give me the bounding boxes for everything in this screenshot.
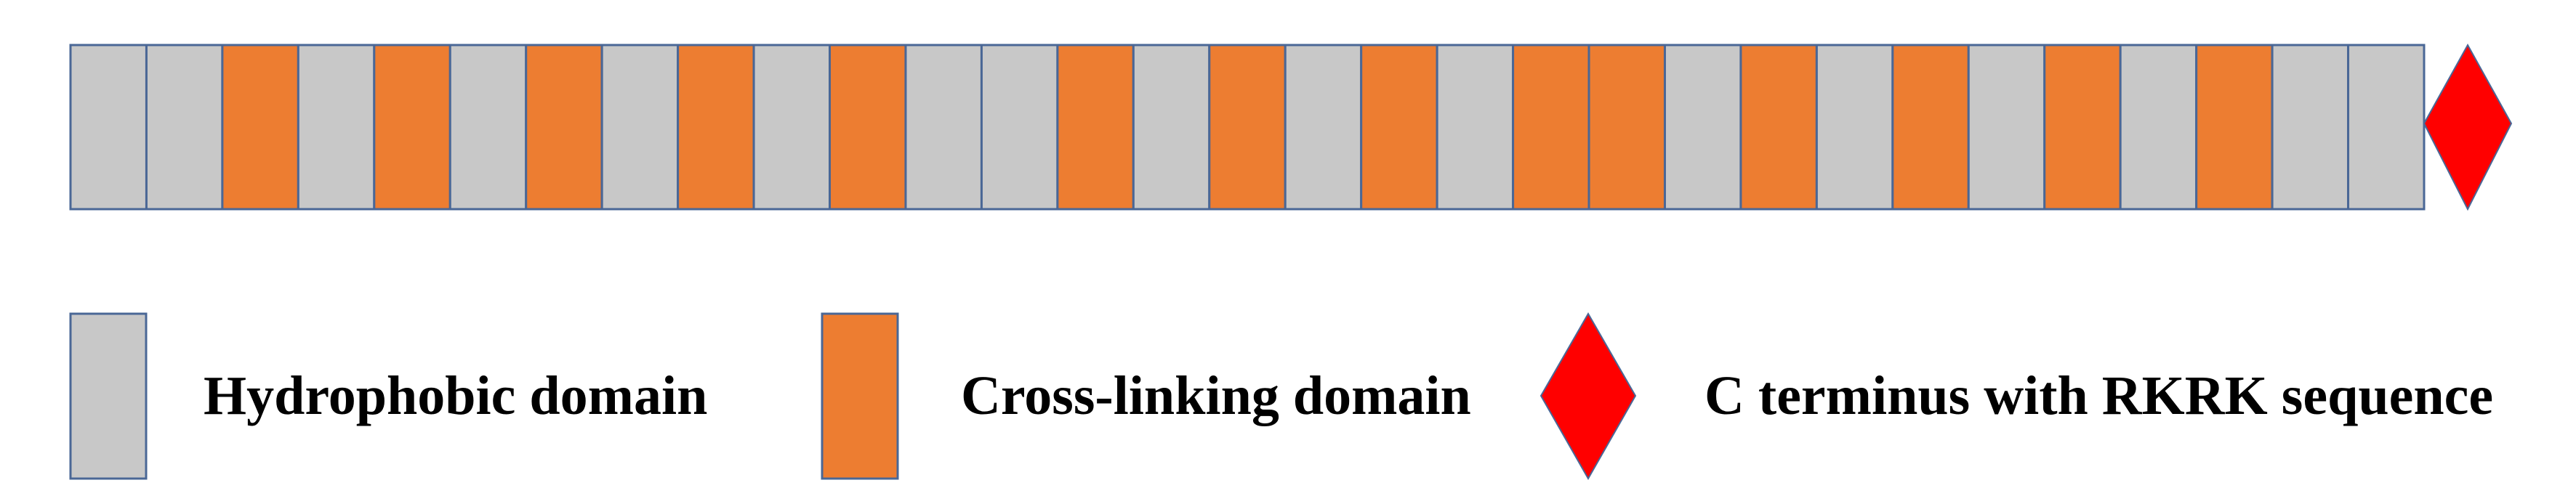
cross-linking-domain-block — [373, 44, 451, 211]
hydrophobic-domain-block — [1663, 44, 1742, 211]
hydrophobic-domain-block — [752, 44, 832, 211]
legend-hydrophobic-label: Hydrophobic domain — [204, 365, 708, 426]
cross-linking-domain-block — [221, 44, 299, 211]
cross-linking-domain-block — [2195, 44, 2274, 211]
legend-cross-linking-label: Cross-linking domain — [961, 365, 1471, 426]
hydrophobic-domain-block — [2271, 44, 2350, 211]
hydrophobic-domain-block — [1815, 44, 1894, 211]
cross-linking-domain-block — [1360, 44, 1438, 211]
hydrophobic-domain-block — [600, 44, 680, 211]
hydrophobic-domain-block — [145, 44, 224, 211]
legend-c-terminus-label: C terminus with RKRK sequence — [1704, 365, 2494, 426]
legend-c-terminus-diamond-icon — [1539, 312, 1637, 481]
cross-linking-domain-block — [1891, 44, 1970, 211]
cross-linking-domain-block — [677, 44, 755, 211]
hydrophobic-domain-block — [2119, 44, 2198, 211]
domain-sequence-row — [69, 44, 2426, 211]
hydrophobic-domain-block — [904, 44, 983, 211]
legend-hydrophobic-swatch — [69, 312, 148, 480]
hydrophobic-domain-block — [1967, 44, 2046, 211]
cross-linking-domain-block — [1512, 44, 1590, 211]
cross-linking-domain-block — [2043, 44, 2122, 211]
hydrophobic-domain-block — [297, 44, 376, 211]
cross-linking-domain-block — [1587, 44, 1666, 211]
hydrophobic-domain-block — [1436, 44, 1515, 211]
hydrophobic-domain-block — [980, 44, 1059, 211]
cross-linking-domain-block — [829, 44, 907, 211]
legend-cross-linking-swatch — [821, 312, 899, 480]
cross-linking-domain-block — [1208, 44, 1287, 211]
hydrophobic-domain-block — [69, 44, 148, 211]
hydrophobic-domain-block — [448, 44, 528, 211]
hydrophobic-domain-block — [1284, 44, 1363, 211]
cross-linking-domain-block — [1056, 44, 1135, 211]
hydrophobic-domain-block — [2347, 44, 2426, 211]
c-terminus-diamond-icon — [2423, 43, 2513, 211]
cross-linking-domain-block — [1739, 44, 1818, 211]
hydrophobic-domain-block — [1132, 44, 1211, 211]
cross-linking-domain-block — [525, 44, 603, 211]
